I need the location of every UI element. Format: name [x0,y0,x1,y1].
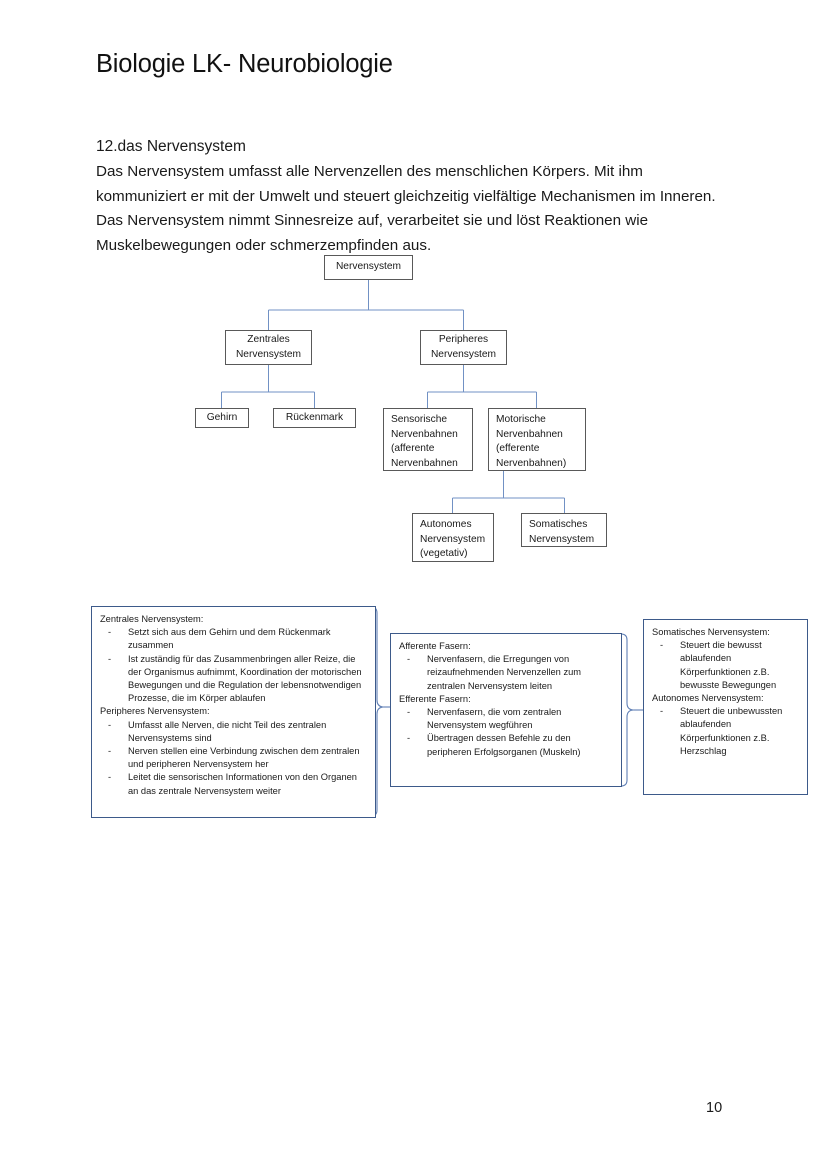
note-heading: Efferente Fasern: [399,693,471,704]
node-nervensystem: Nervensystem [324,255,413,280]
node-rueckenmark: Rückenmark [273,408,356,428]
note-heading: Afferente Fasern: [399,641,471,651]
page-number: 10 [706,1100,723,1116]
note-item-text: Leitet die sensorischen Informationen vo… [128,772,357,796]
note-item-text: Übertragen dessen Befehle zu den periphe… [427,733,581,757]
node-sensorische-nervenbahnen: Sensorische Nervenbahnen (afferente Nerv… [383,408,473,471]
node-gehirn: Gehirn [195,408,249,428]
bullet-dash: - [108,719,112,730]
bullet-dash: - [108,746,112,757]
note-list: - Steuert die unbewussten ablaufenden Kö… [652,705,799,758]
note-item: - Ist zuständig für das Zusammenbringen … [108,653,367,706]
bullet-dash: - [108,772,112,783]
note-group: Efferente Fasern: - Nervenfasern, die vo… [399,693,613,759]
note-item-text: Umfasst alle Nerven, die nicht Teil des … [128,719,327,743]
note-heading: Zentrales Nervensystem: [100,614,204,624]
bullet-dash: - [108,653,112,664]
bullet-dash: - [407,654,411,665]
section-heading: 12.das Nervensystem [96,138,246,155]
bullet-dash: - [108,627,112,638]
node-somatisches-nervensystem: Somatisches Nervensystem [521,513,607,547]
note-item: - Leitet die sensorischen Informationen … [108,771,367,797]
note-group: Afferente Fasern: - Nervenfasern, die Er… [399,640,613,693]
note-group: Peripheres Nervensystem: - Umfasst alle … [100,705,367,797]
bullet-dash: - [660,640,664,651]
note-item-text: Nerven stellen eine Verbindung zwischen … [128,746,360,770]
note-item-text: Ist zuständig für das Zusammenbringen al… [128,653,362,704]
note-list: - Setzt sich aus dem Gehirn und dem Rück… [100,626,367,705]
node-motorische-nervenbahnen: Motorische Nervenbahnen (efferente Nerve… [488,408,586,471]
note-box-right: Somatisches Nervensystem: - Steuert die … [643,619,808,795]
note-heading: Peripheres Nervensystem: [100,706,210,717]
note-item: - Setzt sich aus dem Gehirn und dem Rück… [108,626,367,652]
note-group: Autonomes Nervensystem: - Steuert die un… [652,692,799,758]
note-list: - Nervenfasern, die Erregungen von reiza… [399,653,613,693]
node-zentrales-nervensystem: Zentrales Nervensystem [225,330,312,365]
note-list: - Umfasst alle Nerven, die nicht Teil de… [100,719,367,798]
note-item: - Umfasst alle Nerven, die nicht Teil de… [108,719,367,745]
note-item: - Nervenfasern, die vom zentralen Nerven… [407,706,613,732]
page-title: Biologie LK- Neurobiologie [96,50,393,78]
note-item: - Steuert die bewusst ablaufenden Körper… [660,639,799,692]
bullet-dash: - [407,707,411,718]
note-heading: Autonomes Nervensystem: [652,693,764,704]
note-list: - Nervenfasern, die vom zentralen Nerven… [399,706,613,759]
note-item: - Nervenfasern, die Erregungen von reiza… [407,653,613,693]
note-list: - Steuert die bewusst ablaufenden Körper… [652,639,799,692]
note-box-middle: Afferente Fasern: - Nervenfasern, die Er… [390,633,622,787]
bullet-dash: - [660,706,664,717]
note-item: - Nerven stellen eine Verbindung zwische… [108,745,367,771]
node-autonomes-nervensystem: Autonomes Nervensystem (vegetativ) [412,513,494,562]
note-item: - Übertragen dessen Befehle zu den perip… [407,732,613,758]
note-item-text: Nervenfasern, die vom zentralen Nervensy… [427,707,562,731]
bullet-dash: - [407,733,411,744]
intro-paragraph: Das Nervensystem umfasst alle Nervenzell… [96,163,716,254]
note-heading: Somatisches Nervensystem: [652,627,770,637]
note-item-text: Steuert die unbewussten ablaufenden Körp… [680,706,783,756]
note-group: Zentrales Nervensystem: - Setzt sich aus… [100,613,367,705]
note-item-text: Steuert die bewusst ablaufenden Körperfu… [680,640,777,690]
node-peripheres-nervensystem: Peripheres Nervensystem [420,330,507,365]
note-box-left: Zentrales Nervensystem: - Setzt sich aus… [91,606,376,818]
note-item: - Steuert die unbewussten ablaufenden Kö… [660,705,799,758]
note-item-text: Nervenfasern, die Erregungen von reizauf… [427,654,582,691]
note-item-text: Setzt sich aus dem Gehirn und dem Rücken… [128,627,331,651]
note-group: Somatisches Nervensystem: - Steuert die … [652,626,799,692]
